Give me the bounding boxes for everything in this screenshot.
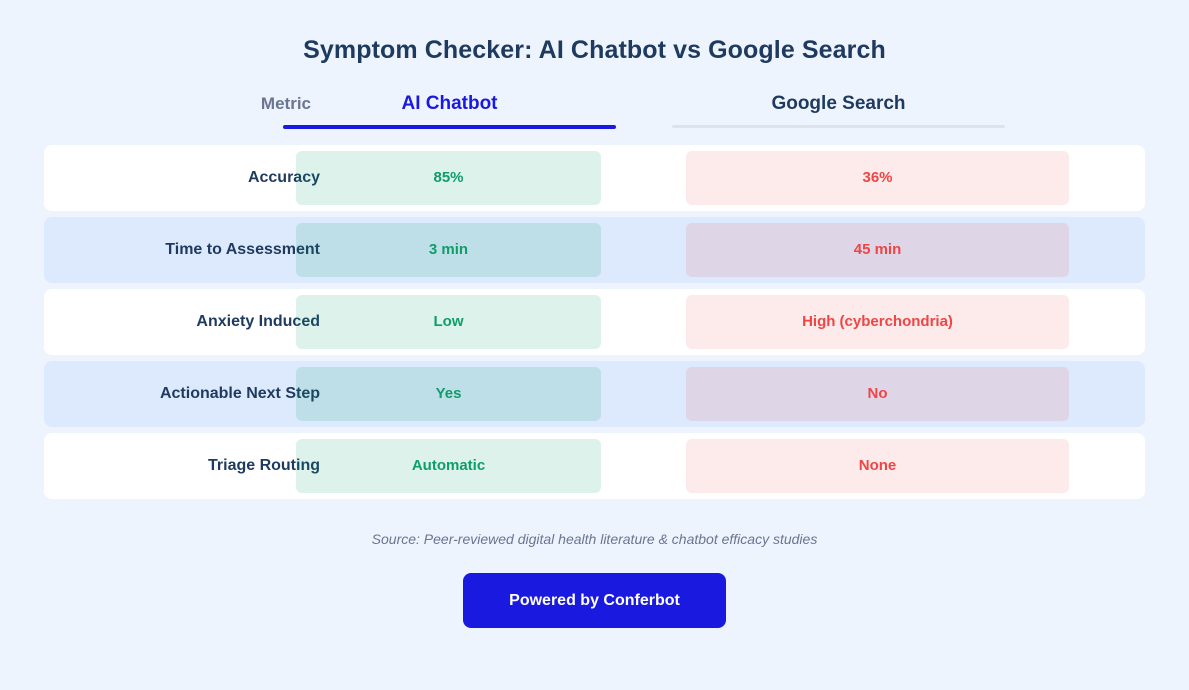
page-title: Symptom Checker: AI Chatbot vs Google Se… xyxy=(303,36,886,64)
row-label-metric: Accuracy xyxy=(247,169,320,186)
cell-ai-chatbot-value: Yes xyxy=(296,367,601,421)
inactive-tab-underline xyxy=(672,125,1005,128)
tab-ai-chatbot[interactable]: AI Chatbot xyxy=(283,90,616,129)
cell-google-search-value: 36% xyxy=(686,151,1069,205)
row-label-metric: Triage Routing xyxy=(208,457,320,474)
cell-google-search-value: No xyxy=(686,367,1069,421)
row-label-metric: Time to Assessment xyxy=(165,241,320,258)
column-header-google-search-label: Google Search xyxy=(771,93,906,114)
row-label-metric: Actionable Next Step xyxy=(159,385,320,402)
powered-by-conferbot-button[interactable]: Powered by Conferbot xyxy=(463,573,726,628)
cell-ai-chatbot-value: 3 min xyxy=(296,223,601,277)
table-header: Metric AI Chatbot Google Search xyxy=(44,90,1145,132)
cta-container: Powered by Conferbot xyxy=(0,573,1189,628)
cell-ai-chatbot-value: 85% xyxy=(296,151,601,205)
tab-google-search[interactable]: Google Search xyxy=(672,90,1005,128)
comparison-table: Accuracy 85% 36% Time to Assessment 3 mi… xyxy=(44,145,1145,505)
cell-ai-chatbot-value: Automatic xyxy=(296,439,601,493)
column-header-ai-chatbot-label: AI Chatbot xyxy=(401,93,498,114)
table-row: Anxiety Induced Low High (cyberchondria) xyxy=(44,289,1145,355)
cell-google-search-value: 45 min xyxy=(686,223,1069,277)
table-row: Time to Assessment 3 min 45 min xyxy=(44,217,1145,283)
table-row: Triage Routing Automatic None xyxy=(44,433,1145,499)
table-row: Actionable Next Step Yes No xyxy=(44,361,1145,427)
cell-ai-chatbot-value: Low xyxy=(296,295,601,349)
source-note: Source: Peer-reviewed digital health lit… xyxy=(371,531,818,547)
row-label-metric: Anxiety Induced xyxy=(196,313,320,330)
cell-google-search-value: High (cyberchondria) xyxy=(686,295,1069,349)
active-tab-underline xyxy=(283,125,616,129)
column-header-metric: Metric xyxy=(260,94,311,113)
cell-google-search-value: None xyxy=(686,439,1069,493)
table-row: Accuracy 85% 36% xyxy=(44,145,1145,211)
